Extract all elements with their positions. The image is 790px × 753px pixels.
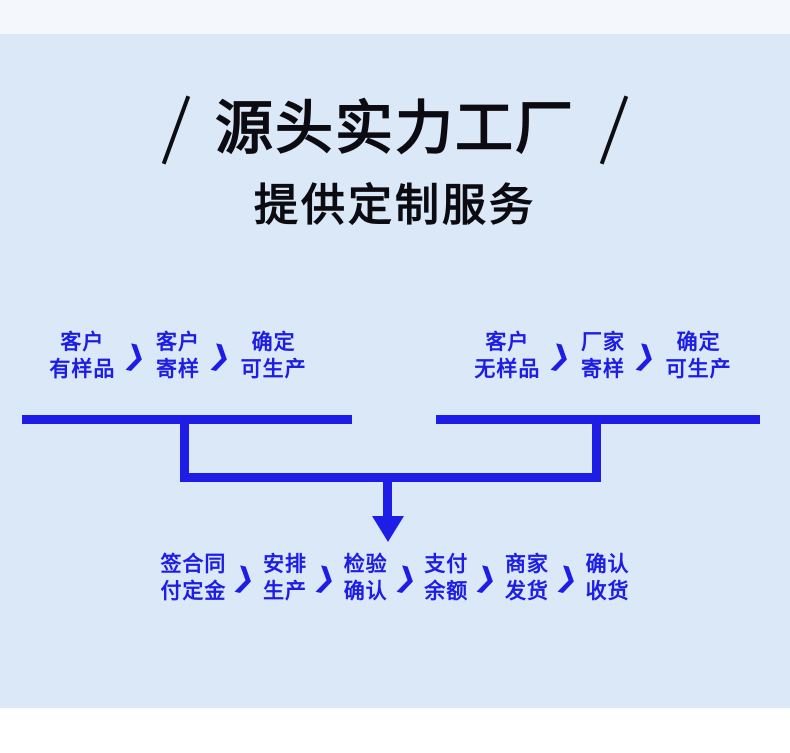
chevron-right-icon: ❯	[547, 339, 575, 374]
page-title: 源头实力工厂	[214, 96, 575, 162]
flow-step: 签合同 付定金	[160, 552, 226, 606]
chevron-right-icon: ❯	[311, 561, 340, 596]
flow-step-line1: 检验	[343, 553, 388, 576]
slash-right-icon	[597, 92, 631, 166]
flow-step: 厂家 寄样	[581, 330, 625, 384]
flow-step-line1: 客户	[485, 331, 530, 354]
top-background-band	[0, 0, 790, 34]
flow-step-line1: 安排	[263, 553, 308, 576]
flow-step-line2: 寄样	[156, 357, 200, 381]
flow-step: 客户 有样品	[49, 330, 115, 384]
flow-step: 确认 收货	[586, 552, 630, 606]
flow-step-line2: 可生产	[665, 357, 732, 381]
chevron-right-icon: ❯	[392, 561, 420, 596]
flow-step-line2: 有样品	[49, 357, 116, 381]
flow-step-line1: 客户	[60, 331, 105, 354]
chevron-right-icon: ❯	[231, 561, 259, 596]
flow-step-line1: 厂家	[581, 331, 625, 354]
slash-left-icon	[159, 92, 193, 166]
flow-step: 商家 发货	[505, 552, 549, 606]
flow-step-line1: 确定	[251, 331, 296, 354]
flow-step-line1: 商家	[504, 553, 549, 576]
flow-step: 确定 可生产	[666, 330, 732, 384]
flow-step: 确定 可生产	[241, 330, 307, 384]
flow-bottom-row: 签合同 付定金 ❯ 安排 生产 ❯ 检验 确认 ❯ 支付 余额 ❯ 商家 发货 …	[100, 552, 690, 606]
flow-step-line1: 确定	[676, 331, 721, 354]
connector-vertical-right	[592, 415, 601, 482]
flow-step: 客户 寄样	[156, 330, 200, 384]
flow-step: 安排 生产	[263, 552, 307, 606]
chevron-right-icon: ❯	[122, 339, 150, 374]
flow-step-line2: 确认	[343, 579, 388, 603]
down-arrow-stem	[383, 473, 392, 525]
flow-step-line2: 付定金	[160, 579, 227, 603]
flow-step: 检验 确认	[344, 552, 388, 606]
title-row: 源头实力工厂	[0, 92, 790, 166]
flow-step-line1: 支付	[424, 553, 469, 576]
chevron-right-icon: ❯	[206, 339, 235, 374]
flow-step-line1: 签合同	[160, 553, 227, 576]
chevron-right-icon: ❯	[631, 339, 660, 374]
flow-step: 支付 余额	[424, 552, 468, 606]
chevron-right-icon: ❯	[553, 561, 581, 596]
flow-step-line2: 生产	[263, 579, 308, 603]
flow-step-line2: 发货	[504, 579, 549, 603]
flow-branch-right: 客户 无样品 ❯ 厂家 寄样 ❯ 确定 可生产	[424, 330, 782, 384]
flow-step-line2: 寄样	[581, 357, 625, 381]
flow-step-line2: 无样品	[474, 357, 541, 381]
flow-step-line2: 收货	[585, 579, 630, 603]
main-background-band	[0, 34, 790, 708]
flow-step-line1: 确认	[585, 553, 630, 576]
bottom-background-band	[0, 708, 790, 753]
flow-step-line1: 客户	[156, 331, 200, 354]
flow-branch-left: 客户 有样品 ❯ 客户 寄样 ❯ 确定 可生产	[8, 330, 348, 384]
heading-block: 源头实力工厂 提供定制服务	[0, 92, 790, 230]
flow-step-line2: 可生产	[240, 357, 307, 381]
flow-step-line2: 余额	[424, 579, 469, 603]
page-subtitle: 提供定制服务	[254, 181, 536, 230]
flow-step: 客户 无样品	[474, 330, 540, 384]
down-arrow-icon	[372, 516, 404, 542]
chevron-right-icon: ❯	[473, 561, 501, 596]
connector-vertical-left	[180, 415, 189, 482]
